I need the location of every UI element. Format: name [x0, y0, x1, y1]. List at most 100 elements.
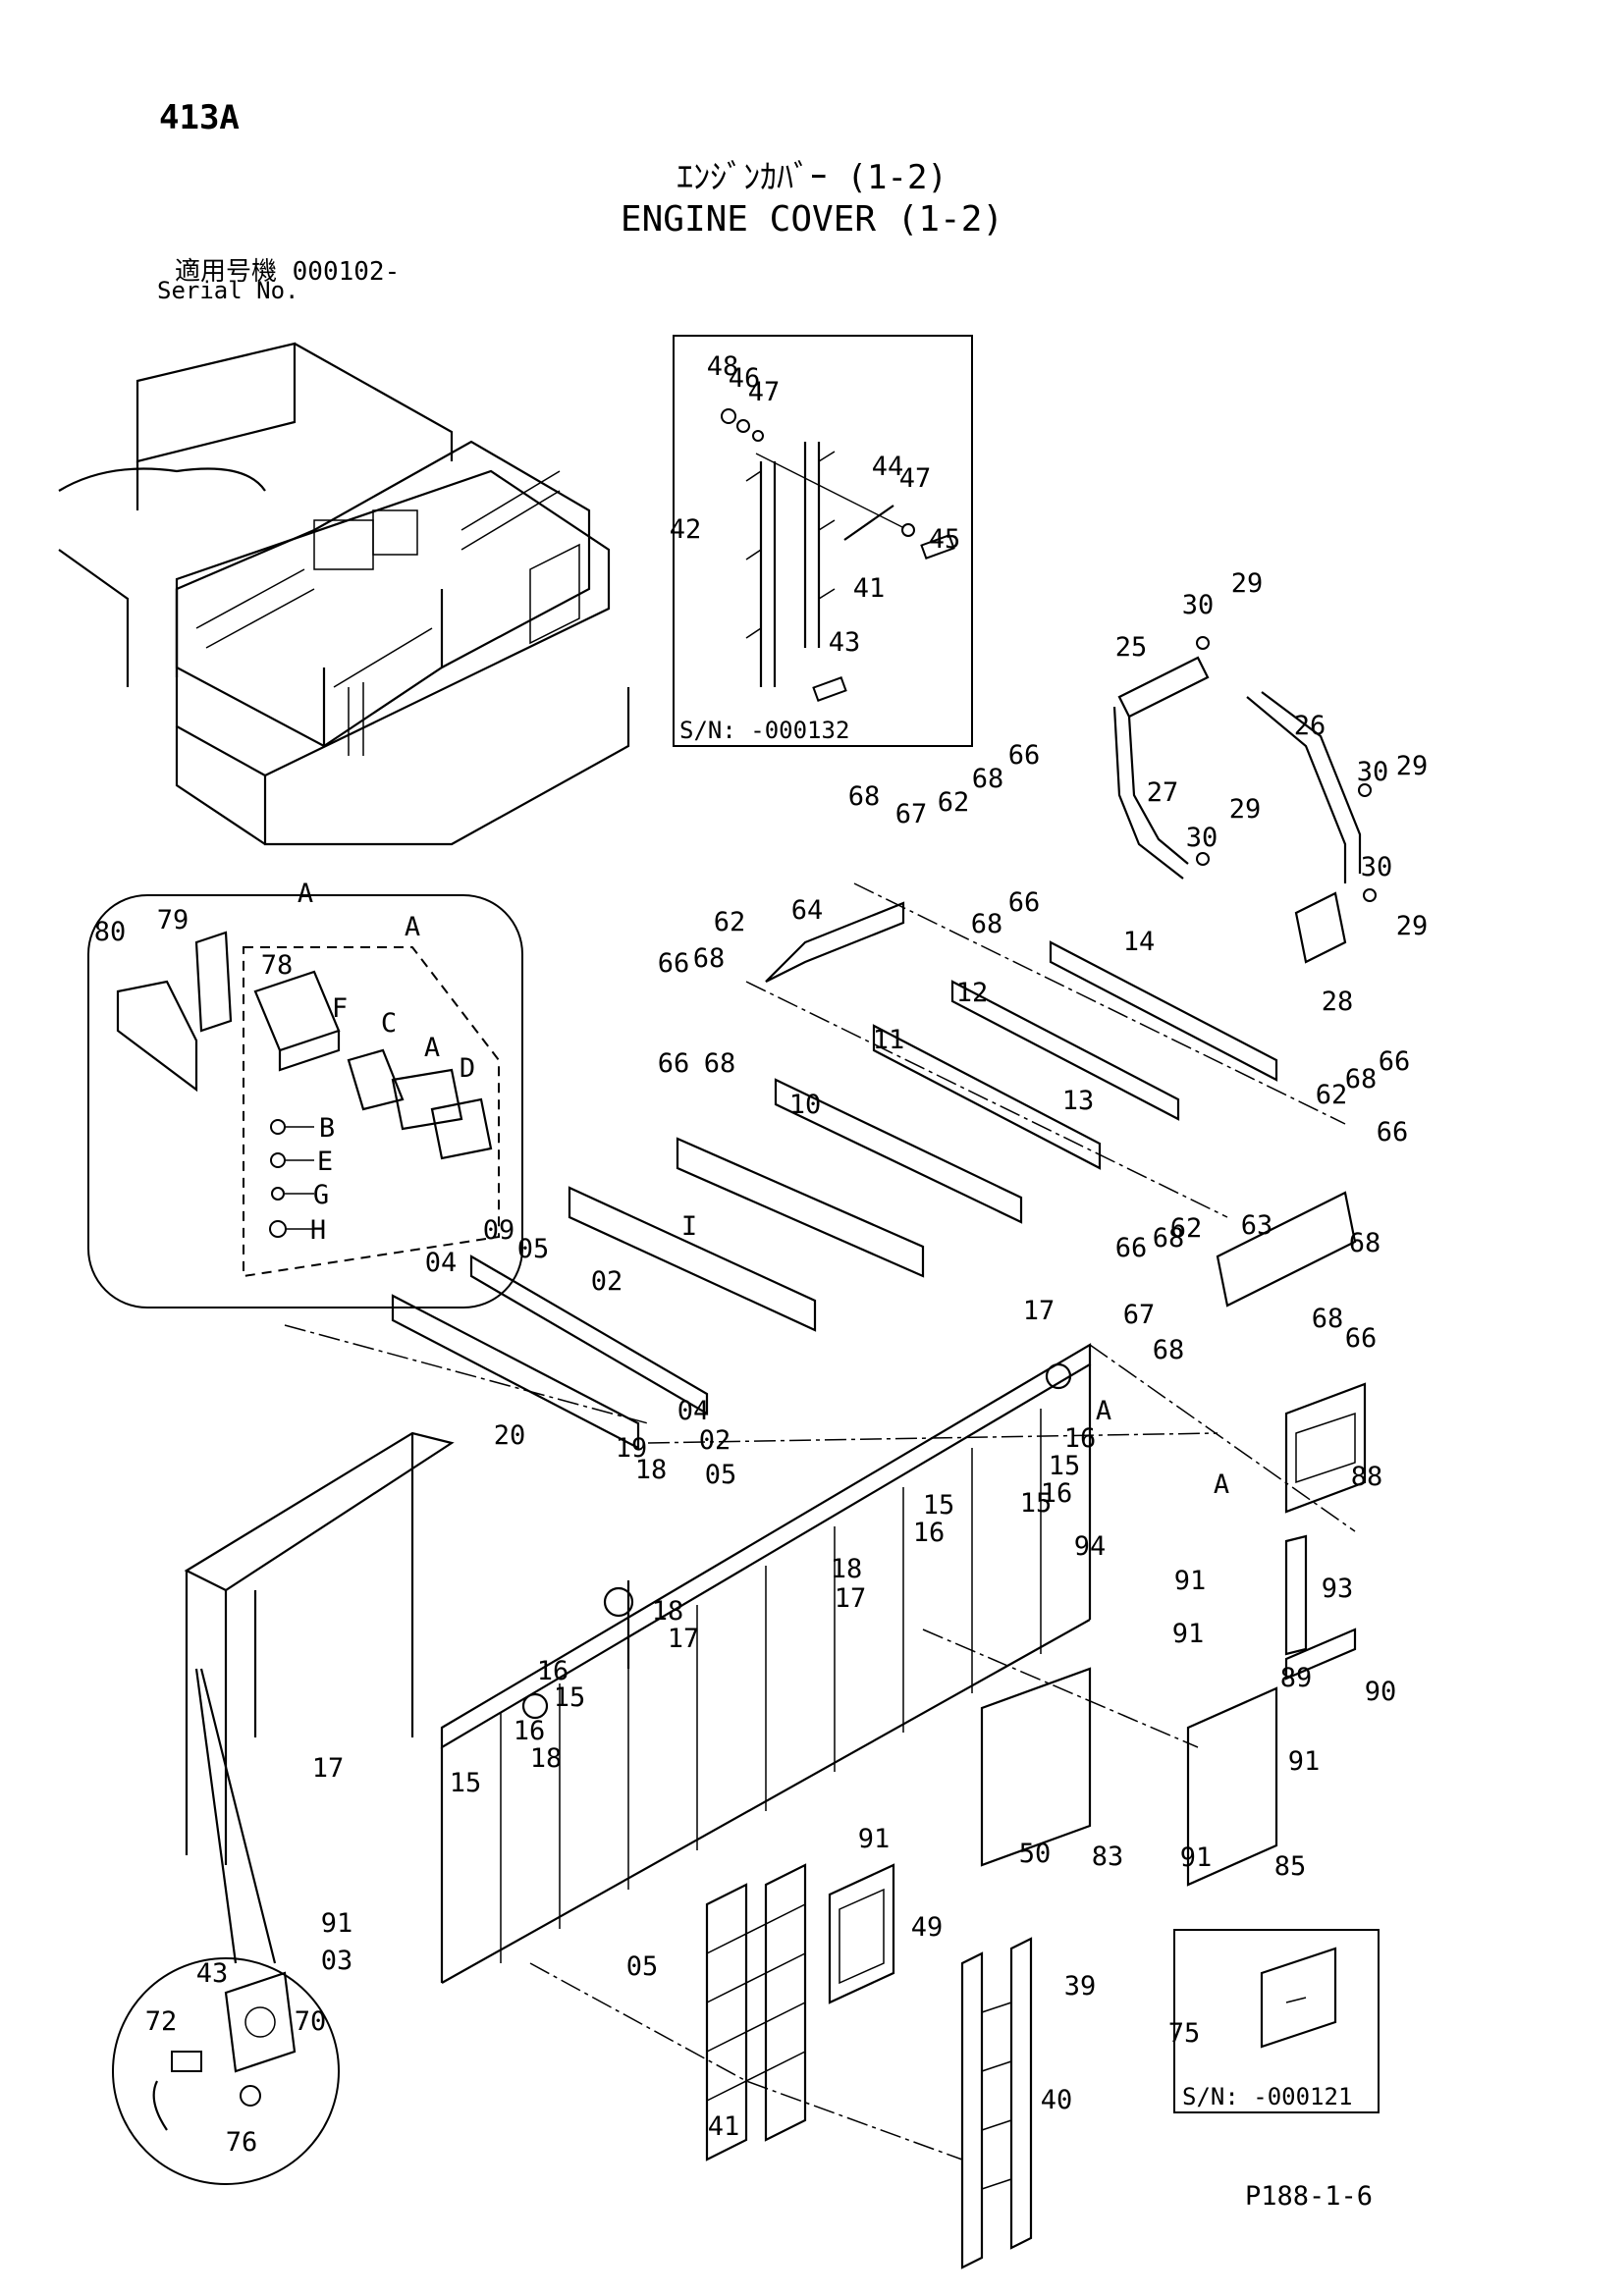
part-callout-83: 83: [1092, 1842, 1124, 1872]
part-callout-66: 66: [1377, 1117, 1409, 1148]
part-callout-18: 18: [530, 1743, 563, 1774]
part-callout-41: 41: [853, 573, 886, 604]
main-housing-frame: [184, 1343, 1356, 1984]
part-callout-67: 67: [1123, 1300, 1156, 1330]
part-callout-05: 05: [705, 1460, 737, 1490]
part-callout-66: 66: [658, 948, 690, 979]
part-callout-91: 91: [321, 1908, 353, 1939]
upper-frame-rails: [568, 882, 1357, 1332]
part-callout-09: 09: [483, 1215, 515, 1246]
part-callout-30: 30: [1186, 823, 1218, 853]
part-callout-89: 89: [1280, 1663, 1313, 1693]
serial-number-label-english: Serial No.: [157, 277, 299, 304]
part-callout-18: 18: [831, 1554, 863, 1584]
part-callout-44: 44: [872, 452, 904, 482]
part-callout-91: 91: [1174, 1566, 1207, 1596]
part-callout-62: 62: [714, 907, 746, 937]
page-id: 413A: [159, 98, 240, 137]
part-callout-48: 48: [707, 351, 739, 382]
part-callout-76: 76: [226, 2127, 258, 2158]
part-callout-68: 68: [693, 943, 726, 974]
part-callout-19: 19: [616, 1433, 648, 1464]
part-callout-91: 91: [1288, 1746, 1321, 1777]
part-callout-15: 15: [1049, 1451, 1081, 1481]
part-callout-d: D: [460, 1053, 475, 1084]
part-callout-16: 16: [537, 1656, 569, 1686]
part-callout-h: H: [310, 1215, 326, 1246]
part-callout-93: 93: [1322, 1574, 1354, 1604]
part-callout-16: 16: [1064, 1423, 1097, 1454]
part-callout-68: 68: [1349, 1228, 1381, 1258]
detail-a-letter: A: [298, 879, 313, 909]
part-callout-a: A: [405, 912, 420, 942]
part-callout-68: 68: [848, 781, 881, 812]
part-callout-27: 27: [1147, 777, 1179, 808]
part-callout-94: 94: [1074, 1531, 1107, 1562]
part-callout-68: 68: [971, 909, 1003, 939]
plate-detail-box: S/N: -000121: [1173, 1929, 1380, 2113]
part-callout-43: 43: [196, 1958, 229, 1989]
part-callout-66: 66: [658, 1048, 690, 1079]
part-callout-46: 46: [729, 363, 761, 394]
part-callout-02: 02: [699, 1425, 731, 1456]
part-callout-15: 15: [450, 1768, 482, 1798]
part-callout-02: 02: [591, 1266, 623, 1297]
part-callout-i: I: [681, 1211, 697, 1242]
part-callout-47: 47: [899, 463, 932, 494]
part-callout-49: 49: [911, 1912, 944, 1943]
part-callout-29: 29: [1229, 794, 1262, 825]
part-callout-75: 75: [1168, 2018, 1201, 2049]
part-callout-a: A: [424, 1033, 440, 1063]
part-callout-91: 91: [1172, 1619, 1205, 1649]
part-callout-05: 05: [626, 1951, 659, 1982]
part-callout-15: 15: [1020, 1488, 1053, 1519]
part-callout-68: 68: [704, 1048, 736, 1079]
part-callout-68: 68: [1345, 1064, 1378, 1095]
part-callout-f: F: [332, 993, 348, 1024]
part-callout-30: 30: [1361, 852, 1393, 882]
part-callout-45: 45: [929, 524, 961, 555]
part-callout-30: 30: [1357, 757, 1389, 787]
part-callout-26: 26: [1294, 711, 1326, 741]
plate-note: S/N: -000121: [1182, 2083, 1352, 2110]
part-callout-62: 62: [938, 787, 970, 818]
part-callout-a: A: [1214, 1469, 1229, 1500]
part-callout-79: 79: [157, 905, 189, 935]
part-callout-91: 91: [1180, 1842, 1213, 1873]
part-callout-66: 66: [1345, 1323, 1378, 1354]
part-callout-42: 42: [670, 514, 702, 545]
part-callout-a: A: [1096, 1396, 1111, 1426]
part-callout-68: 68: [1312, 1304, 1344, 1334]
part-callout-14: 14: [1123, 927, 1156, 957]
part-callout-68: 68: [1153, 1335, 1185, 1365]
part-callout-29: 29: [1231, 568, 1264, 599]
part-callout-43: 43: [829, 627, 861, 658]
part-callout-11: 11: [873, 1025, 905, 1055]
part-callout-17: 17: [668, 1624, 700, 1654]
part-callout-29: 29: [1396, 911, 1429, 941]
part-callout-64: 64: [791, 895, 824, 926]
part-callout-16: 16: [514, 1716, 546, 1746]
serial-number-label-japanese: 適用号機 000102-: [175, 257, 401, 287]
title-japanese: ｴﾝｼﾞﾝｶﾊﾞｰ (1-2): [677, 158, 947, 197]
part-callout-85: 85: [1274, 1851, 1307, 1882]
part-callout-17: 17: [835, 1583, 867, 1614]
part-callout-78: 78: [261, 950, 294, 981]
part-callout-05: 05: [517, 1234, 550, 1264]
part-callout-39: 39: [1064, 1971, 1097, 2002]
part-callout-17: 17: [312, 1753, 345, 1784]
part-callout-c: C: [381, 1008, 397, 1039]
lower-frame-rails: [284, 1255, 709, 1450]
part-callout-15: 15: [554, 1682, 586, 1713]
handrail-note: S/N: -000132: [679, 717, 849, 744]
part-callout-e: E: [317, 1147, 333, 1177]
part-callout-20: 20: [494, 1420, 526, 1451]
part-callout-30: 30: [1182, 590, 1215, 620]
side-cover-panels: [980, 1382, 1367, 1887]
part-callout-47: 47: [748, 377, 781, 407]
part-callout-67: 67: [895, 799, 928, 829]
title-english: ENGINE COVER (1-2): [620, 199, 1004, 240]
part-callout-b: B: [319, 1113, 335, 1144]
ladders-and-access-cover: [529, 1863, 1033, 2269]
